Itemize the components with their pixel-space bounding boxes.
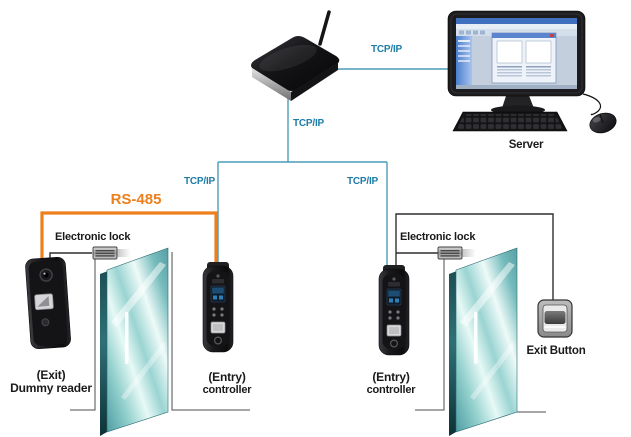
tcp-link-lines bbox=[217, 68, 452, 266]
server-computer bbox=[447, 10, 617, 134]
tcp-ip-label-branch-right: TCP/IP bbox=[347, 176, 379, 187]
glass-door-left bbox=[99, 247, 169, 437]
server-label: Server bbox=[508, 139, 544, 151]
mouse-cable bbox=[582, 93, 602, 116]
tcp-ip-label-branch-left: TCP/IP bbox=[184, 176, 216, 187]
entry-controller-label-left: (Entry) controller bbox=[184, 371, 270, 397]
monitor-icon bbox=[447, 10, 586, 97]
tcp-ip-label-router-down: TCP/IP bbox=[293, 118, 325, 129]
exit-dummy-reader-label-line2: Dummy reader bbox=[10, 381, 92, 395]
rs485-link-line bbox=[40, 211, 218, 266]
router-icon bbox=[251, 10, 340, 101]
entry-controller-left-line1: (Entry) bbox=[208, 370, 246, 384]
exit-button-device bbox=[537, 299, 573, 338]
entry-controller-right-line2: controller bbox=[366, 384, 416, 396]
rs485-label: RS-485 bbox=[110, 191, 162, 208]
electronic-lock-label-left: Electronic lock bbox=[55, 231, 131, 243]
tcp-ip-label-router-server: TCP/IP bbox=[371, 44, 403, 55]
entry-controller-left-line2: controller bbox=[202, 384, 252, 396]
entry-controller-left-device bbox=[202, 261, 234, 353]
leader-lines bbox=[70, 252, 546, 413]
entry-controller-right-device bbox=[378, 264, 410, 356]
mouse-icon bbox=[589, 112, 617, 134]
exit-dummy-reader-label-line1: (Exit) bbox=[36, 368, 66, 382]
entry-controller-right-line1: (Entry) bbox=[372, 370, 410, 384]
exit-button-label: Exit Button bbox=[526, 345, 586, 357]
exit-dummy-reader-label: (Exit) Dummy reader bbox=[8, 369, 94, 395]
entry-controller-label-right: (Entry) controller bbox=[348, 371, 434, 397]
electronic-lock-right-device bbox=[437, 246, 476, 260]
keyboard-icon bbox=[452, 111, 568, 132]
dummy-reader-device bbox=[25, 256, 71, 350]
glass-door-right bbox=[448, 247, 518, 437]
electronic-lock-label-right: Electronic lock bbox=[400, 231, 476, 243]
electronic-lock-left-device bbox=[92, 246, 131, 260]
